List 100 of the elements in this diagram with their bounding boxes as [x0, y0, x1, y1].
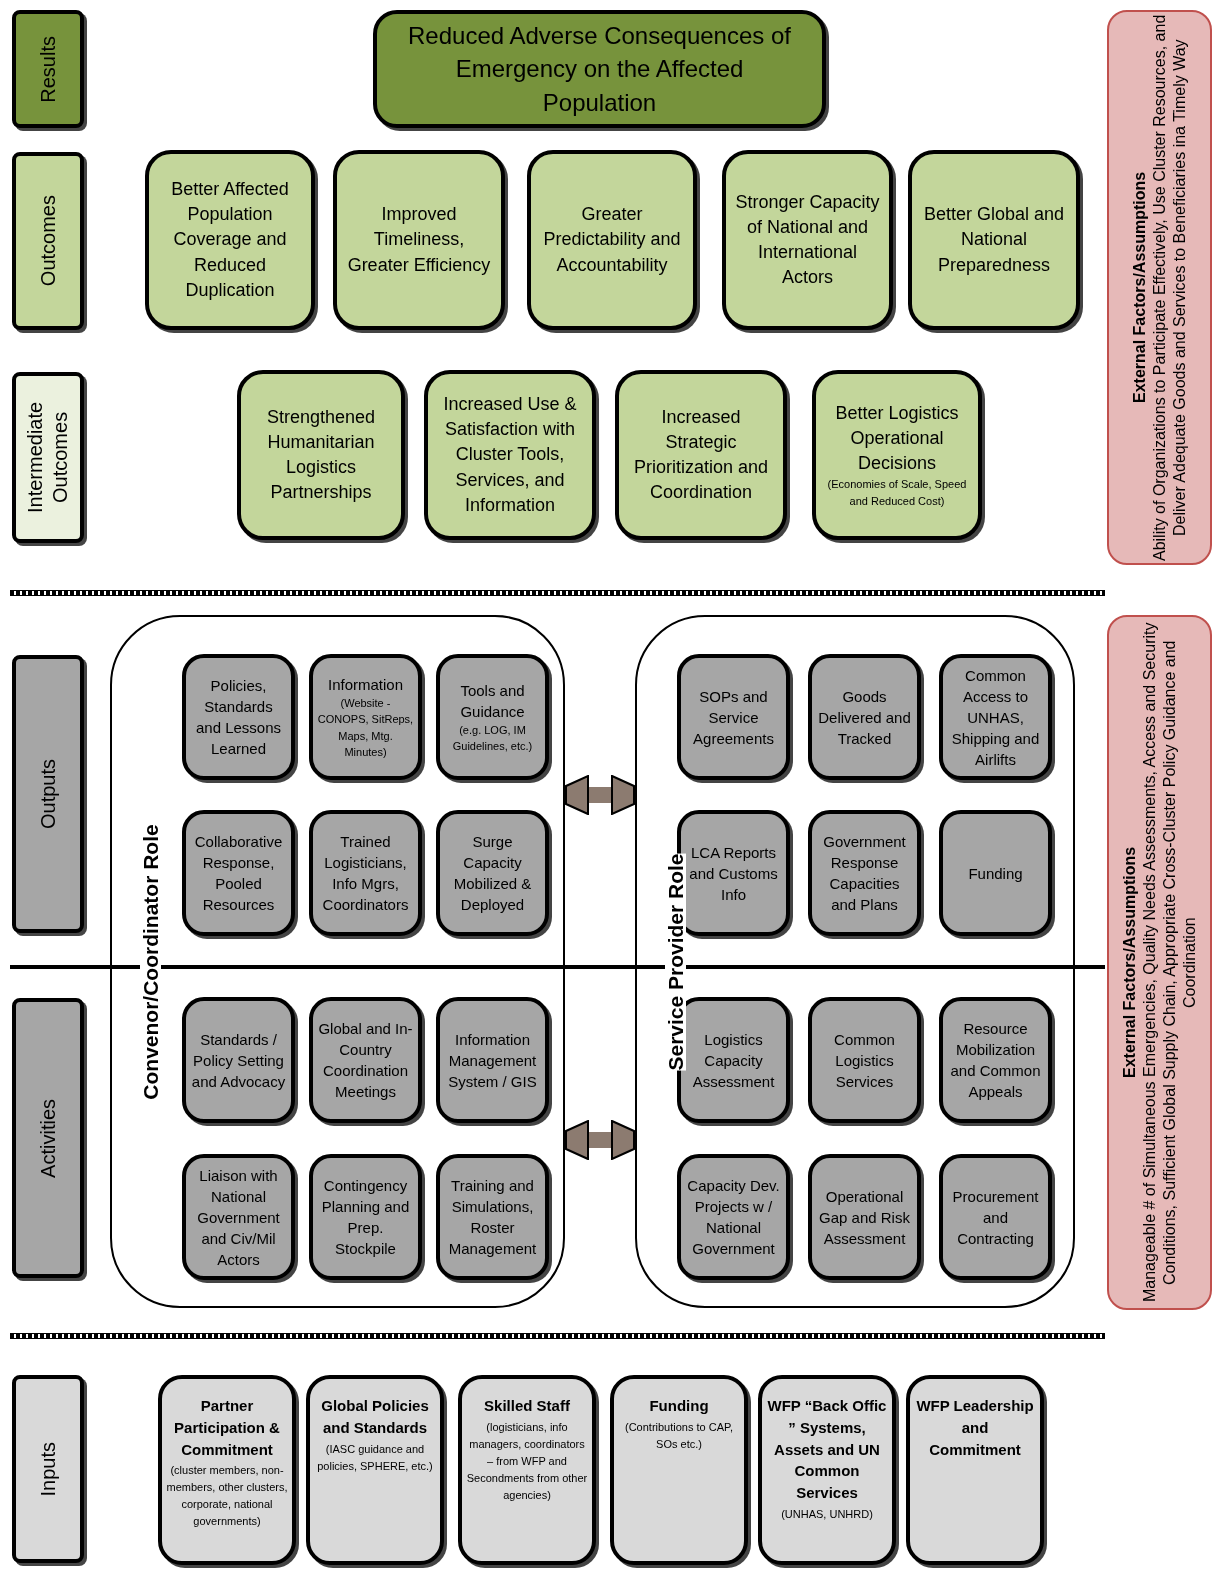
input-note: (Contributions to CAP, SOs etc.): [624, 1419, 734, 1452]
box-text: SOPs and Service Agreements: [692, 686, 775, 749]
input-title: Global Policies and Standards: [320, 1396, 430, 1438]
outcome-box: [615, 370, 787, 540]
output-box: [939, 997, 1052, 1123]
output-box: [677, 1154, 790, 1280]
role-group: [635, 615, 1075, 1308]
output-box: [939, 654, 1052, 780]
input-box: [306, 1375, 444, 1565]
level-label: [12, 998, 84, 1278]
box-text: Greater Predictability and Accountability: [542, 203, 682, 277]
role-label: Service Provider Role: [665, 852, 686, 1071]
assumption-panel: [1107, 10, 1212, 565]
output-box: [182, 810, 295, 936]
box-text: Collaborative Response, Pooled Resources: [193, 832, 284, 915]
output-box: [182, 1154, 295, 1280]
output-box: [939, 810, 1052, 936]
input-box: [906, 1375, 1044, 1565]
box-text: Operational Gap and Risk Assessment: [818, 1186, 911, 1249]
box-text: LCA Reports and Customs Info: [688, 842, 779, 905]
level-label-text: Inputs: [35, 1441, 60, 1497]
box-text: Procurement and Contracting: [951, 1186, 1040, 1249]
output-box: [309, 654, 422, 780]
box-text: Information Management System / GIS: [447, 1029, 538, 1092]
input-box: [610, 1375, 748, 1565]
output-box: [182, 997, 295, 1123]
output-box: [808, 1154, 921, 1280]
level-label: [12, 1375, 84, 1563]
level-label: [12, 372, 84, 543]
level-label: [12, 655, 84, 933]
box-text: Reduced Adverse Consequences of Emergency on the Affected Population: [407, 20, 792, 118]
output-box: [677, 654, 790, 780]
level-label-text: Results: [35, 35, 60, 103]
input-title: Partner Participation & Commitment: [173, 1396, 281, 1460]
box-text: Global and In-Country Coordination Meetings: [317, 1019, 414, 1102]
box-text: Standards / Policy Setting and Advocacy: [190, 1029, 287, 1092]
box-text: Strengthened Humanitarian Logistics Partnerships: [265, 405, 377, 505]
box-text: Logistics Capacity Assessment: [691, 1029, 776, 1092]
box-text: Funding: [968, 863, 1023, 884]
input-note: (cluster members, non-members, other clusters, corporate, national governments): [166, 1463, 288, 1530]
outcome-box: [424, 370, 596, 540]
box-note: (e.g. LOG, IM Guidelines, etc.): [451, 722, 534, 754]
output-box: [436, 1154, 549, 1280]
assumption-panel: [1107, 615, 1212, 1310]
panel-heading: External Factors/Assumptions: [1119, 846, 1139, 1079]
input-title: WFP “Back Offic ” Systems, Assets and UN Common Services: [766, 1396, 888, 1503]
outcome-box: [527, 150, 697, 330]
outcome-box: [145, 150, 315, 330]
input-note: (logisticians, info managers, coordinators – from WFP and Secondments from other agencies): [466, 1419, 588, 1503]
box-text: Training and Simulations, Roster Management: [447, 1176, 538, 1259]
box-text: Information: [327, 674, 403, 695]
output-box: [309, 810, 422, 936]
box-text: Increased Strategic Prioritization and Coordination: [632, 405, 770, 505]
outcome-box: [722, 150, 893, 330]
box-text: Contingency Planning and Prep. Stockpile: [320, 1176, 411, 1259]
input-note: (IASC guidance and policies, SPHERE, etc.): [316, 1441, 434, 1474]
level-label-text: Activities: [35, 1098, 60, 1178]
output-box: [436, 654, 549, 780]
level-label-text: Intermediate Outcomes: [23, 400, 72, 516]
input-box: [158, 1375, 296, 1565]
panel-heading: External Factors/Assumptions: [1129, 171, 1149, 404]
box-text: Increased Use & Satisfaction with Cluster Tools, Services, and Information: [442, 393, 578, 517]
level-label-text: Outputs: [35, 758, 60, 829]
output-box: [808, 997, 921, 1123]
box-text: Common Access to UNHAS, Shipping and Airlifts: [950, 665, 1041, 770]
box-text: Better Global and National Preparedness: [922, 203, 1066, 277]
box-text: Trained Logisticians, Info Mgrs, Coordinators: [321, 832, 410, 915]
outcome-box: [333, 150, 505, 330]
input-box: [758, 1375, 896, 1565]
output-box: [309, 1154, 422, 1280]
output-box: [436, 997, 549, 1123]
box-text: Policies, Standards and Lessons Learned: [194, 676, 283, 759]
panel-text: Ability of Organizations to Participate Effectively, Use Cluster Resources, and Deliver Adequate Goods and Services to Beneficiaries ina Timely Way: [1149, 13, 1189, 563]
outcome-box: [812, 370, 982, 540]
output-box: [436, 810, 549, 936]
role-group: [110, 615, 565, 1308]
output-box: [808, 654, 921, 780]
box-text: Capacity Dev. Projects w / National Government: [686, 1176, 781, 1259]
box-text: Goods Delivered and Tracked: [817, 686, 912, 749]
box-text: Stronger Capacity of National and International Actors: [734, 190, 881, 290]
input-title: Funding: [649, 1396, 709, 1416]
outcome-box: [908, 150, 1080, 330]
box-note: (Economies of Scale, Speed and Reduced Cost): [826, 477, 968, 509]
outcome-box: [237, 370, 405, 540]
box-text: Government Response Capacities and Plans: [822, 832, 907, 915]
output-box: [182, 654, 295, 780]
box-text: Improved Timeliness, Greater Efficiency: [346, 203, 492, 277]
level-label: [12, 152, 84, 330]
input-title: Skilled Staff: [484, 1396, 570, 1416]
output-box: [808, 810, 921, 936]
box-text: Liaison with National Government and Civ/Mil Actors: [196, 1165, 281, 1270]
input-note: (UNHAS, UNHRD): [781, 1506, 873, 1522]
box-text: Common Logistics Services: [833, 1029, 896, 1092]
role-label: Convenor/Coordinator Role: [140, 823, 161, 1100]
box-text: Better Affected Population Coverage and Reduced Duplication: [170, 178, 290, 302]
result-box: [373, 10, 826, 128]
panel-text: Manageable # of Simultaneous Emergencies, Quality Needs Assessments, Access and Security Conditions, Sufficient Global Supply Chain, Appropriate Cross-Cluster Policy Guidance and Coordination: [1139, 621, 1199, 1305]
level-label: [12, 10, 84, 128]
box-text: Surge Capacity Mobilized & Deployed: [452, 832, 533, 915]
input-title: WFP Leadership and Commitment: [915, 1396, 1035, 1460]
